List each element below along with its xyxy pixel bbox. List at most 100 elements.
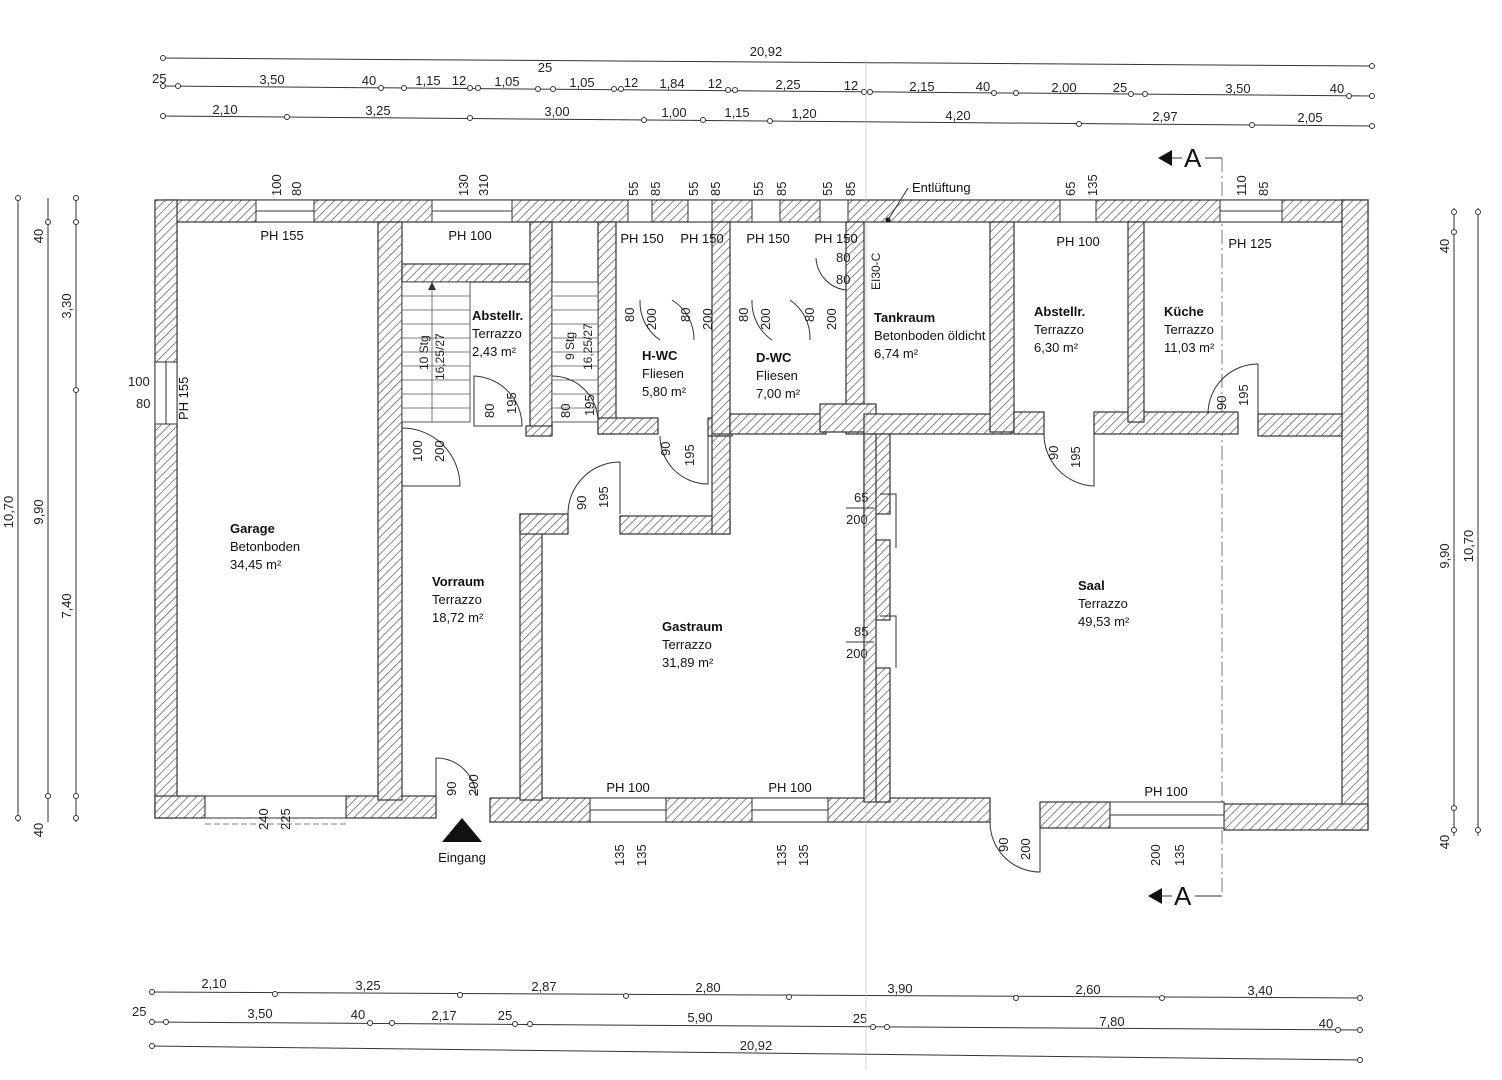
window-dim: 130	[456, 174, 471, 196]
walls	[154, 199, 1369, 831]
dim-label: 3,50	[259, 72, 284, 87]
window-ph: PH 155	[176, 377, 191, 420]
dim-label: 3,90	[887, 981, 912, 996]
dim-label: 3,40	[1247, 983, 1272, 998]
dim-label: 4,20	[945, 108, 970, 123]
window-ph: PH 100	[1056, 234, 1099, 249]
dim-label: 3,50	[247, 1006, 272, 1021]
dim-label: 25	[538, 60, 552, 75]
room-name: Tankraum	[874, 310, 935, 325]
door-dim: 90	[1046, 446, 1061, 460]
window-ph: PH 150	[746, 231, 789, 246]
window-dim: 135	[1172, 844, 1187, 866]
door-dim: 85	[854, 624, 868, 639]
stair-steps: 9 Stg	[563, 332, 577, 360]
window-dim: 200	[1148, 844, 1163, 866]
room-name: Gastraum	[662, 619, 723, 634]
section-marker-top: A	[1158, 143, 1222, 173]
door-dim: 80	[678, 308, 693, 322]
window-ph: PH 150	[814, 231, 857, 246]
door-dim: 100	[410, 440, 425, 462]
room-name: Abstellr.	[472, 308, 523, 323]
room-floor: Fliesen	[756, 368, 798, 383]
room-name: Vorraum	[432, 574, 485, 589]
dim-top-total: 20,92	[750, 44, 783, 59]
door-dim: 200	[466, 774, 481, 796]
dim-label: 1,00	[661, 105, 686, 120]
room-floor: Terrazzo	[432, 592, 482, 607]
dim-left-total: 10,70	[1, 496, 16, 529]
dim-label: 2,80	[695, 980, 720, 995]
entrance-arrow-icon	[442, 818, 482, 842]
dim-label: 25	[1113, 80, 1127, 95]
dim-label: 40	[976, 79, 990, 94]
door-labels: 240 225 90 200 100 200 80 195 80 195 90 …	[256, 250, 1251, 860]
dim-label: 40	[1330, 81, 1344, 96]
stair-steps: 10 Stg	[417, 335, 431, 370]
windows	[154, 199, 1283, 829]
dim-label: 1,15	[724, 105, 749, 120]
stair-2: 9 Stg 16,25/27	[551, 281, 599, 423]
window-dim: 80	[289, 182, 304, 196]
section-label: A	[1184, 143, 1202, 173]
dim-label: 1,20	[791, 106, 816, 121]
dim-label: 1,15	[415, 73, 440, 88]
bottom-dimensions: 2,10 3,25 2,87 2,80 3,90 2,60 3,40 25 3,…	[132, 976, 1363, 1063]
dim-label: 25	[498, 1008, 512, 1023]
window-dim: 135	[612, 844, 627, 866]
door-dim: 80	[736, 308, 751, 322]
door-dim: 195	[682, 444, 697, 466]
room-area: 7,00 m²	[756, 386, 801, 401]
stair-1: 10 Stg 16,25/27	[401, 281, 471, 423]
ventilation-label: Entlüftung	[912, 180, 971, 195]
dim-label: 1,05	[494, 74, 519, 89]
dim-label: 2,10	[201, 976, 226, 991]
door-dim: 90	[996, 838, 1011, 852]
window-ph: PH 150	[680, 231, 723, 246]
door-dim: 80	[622, 308, 637, 322]
dim-top-row2: 25 3,50 40 1,15 12 1,05 25 1,05 12 1,84 …	[152, 60, 1344, 96]
room-name: D-WC	[756, 350, 792, 365]
window-dim: 85	[648, 182, 663, 196]
window-dim: 55	[626, 182, 641, 196]
door-dim: 90	[574, 496, 589, 510]
dim-label: 7,40	[59, 593, 74, 618]
door-dim: 195	[582, 394, 597, 416]
entrance-label: Eingang	[438, 850, 486, 865]
fire-door-label: EI30-C	[869, 252, 883, 290]
room-name: H-WC	[642, 348, 678, 363]
window-dim: 55	[820, 182, 835, 196]
dim-right-total: 10,70	[1461, 530, 1476, 563]
door-dim: 240	[256, 808, 271, 830]
dim-label: 2,25	[775, 77, 800, 92]
window-ph: PH 100	[448, 228, 491, 243]
window-ph: PH 100	[768, 780, 811, 795]
room-area: 18,72 m²	[432, 610, 484, 625]
dim-label: 40	[1319, 1016, 1333, 1031]
window-dim: 135	[774, 844, 789, 866]
door-dim: 200	[824, 308, 839, 330]
doors	[205, 257, 1259, 873]
room-abstellraum-2: Abstellr. Terrazzo 6,30 m²	[1034, 304, 1085, 355]
dim-label: 40	[362, 73, 376, 88]
window-dim: 85	[774, 182, 789, 196]
dim-right-mid: 9,90	[1437, 543, 1452, 568]
room-area: 49,53 m²	[1078, 614, 1130, 629]
dim-label: 40	[1437, 835, 1452, 849]
room-h-wc: H-WC Fliesen 5,80 m²	[642, 348, 687, 399]
room-area: 2,43 m²	[472, 344, 517, 359]
room-name: Abstellr.	[1034, 304, 1085, 319]
door-dim: 225	[278, 808, 293, 830]
room-name: Garage	[230, 521, 275, 536]
room-area: 5,80 m²	[642, 384, 687, 399]
section-label: A	[1174, 881, 1192, 911]
dim-label: 2,87	[531, 979, 556, 994]
door-dim: 80	[558, 404, 573, 418]
door-dim: 80	[802, 308, 817, 322]
dim-label: 2,17	[431, 1008, 456, 1023]
door-dim: 195	[504, 392, 519, 414]
room-floor: Terrazzo	[1164, 322, 1214, 337]
dim-label: 5,90	[687, 1010, 712, 1025]
door-dim: 195	[1236, 384, 1251, 406]
